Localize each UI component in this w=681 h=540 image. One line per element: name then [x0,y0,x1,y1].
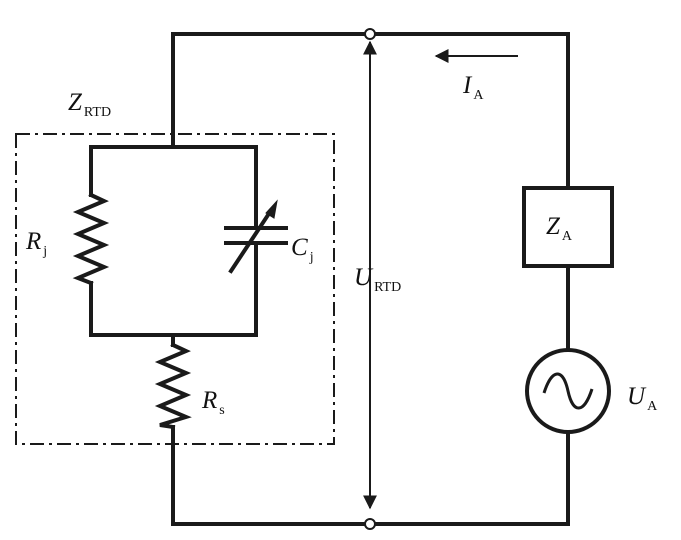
top-terminal [364,28,376,40]
ac-source-ua [525,348,611,434]
resistor-rs [154,342,192,430]
variable-capacitor-cj [224,199,288,274]
resistor-rj [72,192,110,286]
impedance-za-box [522,186,614,268]
parallel-bottom-wire [89,241,258,337]
parallel-top-wire [89,145,258,230]
bottom-terminal [364,518,376,530]
